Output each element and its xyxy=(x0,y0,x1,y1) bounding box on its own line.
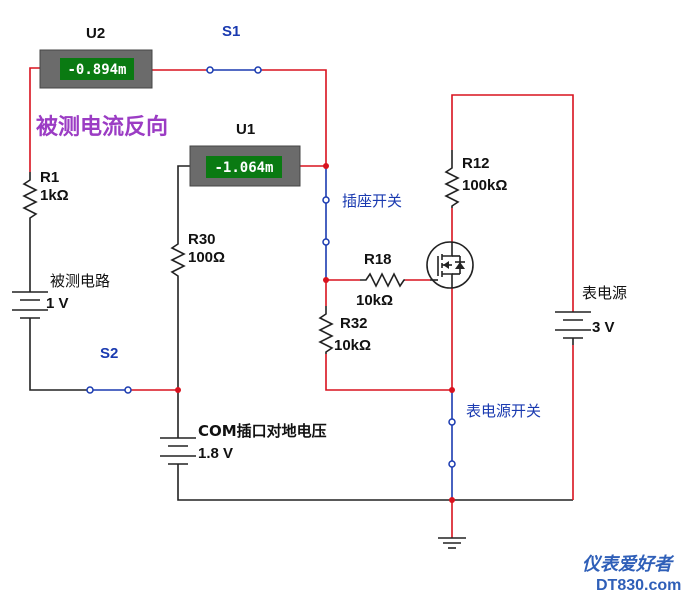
battery-meter-power-name: 表电源 xyxy=(582,284,627,302)
battery-under-test-value: 1 V xyxy=(46,295,69,312)
battery-under-test-name: 被测电路 xyxy=(50,272,110,290)
watermark-line2: DT830.com xyxy=(596,577,681,594)
switch-s1: S1 xyxy=(206,23,262,74)
watermark: 仪表爱好者 DT830.com xyxy=(582,554,681,594)
resistor-r18: R18 10kΩ xyxy=(356,251,405,309)
battery-under-test: 被测电路 1 V xyxy=(12,272,110,326)
meter-u2-label: U2 xyxy=(86,25,105,42)
resistor-r30-name: R30 xyxy=(188,231,216,248)
resistor-r30-value: 100Ω xyxy=(188,249,225,266)
battery-com: COM插口对地电压 1.8 V xyxy=(160,422,327,470)
resistor-r30: R30 100Ω xyxy=(170,231,225,280)
resistor-r1: R1 1kΩ xyxy=(22,169,69,225)
meter-u1: U1 -1.064m xyxy=(189,121,301,187)
resistor-r32: R32 10kΩ xyxy=(318,306,371,354)
ground-icon xyxy=(438,537,466,549)
resistor-r12-value: 100kΩ xyxy=(462,177,507,194)
wires xyxy=(29,67,574,538)
meter-u2: U2 -0.894m xyxy=(39,25,153,89)
resistor-r1-value: 1kΩ xyxy=(40,187,69,204)
resistor-r12: R12 100kΩ xyxy=(444,150,507,208)
resistor-r32-value: 10kΩ xyxy=(334,337,371,354)
meter-u1-label: U1 xyxy=(236,121,255,138)
mosfet-symbol xyxy=(426,241,474,289)
battery-meter-power-value: 3 V xyxy=(592,319,615,336)
battery-meter-power: 表电源 3 V xyxy=(555,284,627,345)
battery-com-name: COM插口对地电压 xyxy=(198,422,327,440)
socket-switch-label: 插座开关 xyxy=(342,192,402,210)
resistor-r18-value: 10kΩ xyxy=(356,292,393,309)
switch-s2-label: S2 xyxy=(100,345,118,362)
meter-u2-display xyxy=(60,58,134,80)
battery-com-value: 1.8 V xyxy=(198,445,233,462)
resistor-r1-name: R1 xyxy=(40,169,59,186)
switch-s1-label: S1 xyxy=(222,23,240,40)
resistor-r18-name: R18 xyxy=(364,251,392,268)
watermark-line1: 仪表爱好者 xyxy=(582,554,675,575)
junction-dots xyxy=(175,163,455,503)
meter-u2-reading: -0.894m xyxy=(67,62,126,78)
socket-switch: 插座开关 xyxy=(322,192,402,246)
reverse-current-note: 被测电流反向 xyxy=(36,114,168,140)
meter-power-switch: 表电源开关 xyxy=(448,402,541,468)
meter-u1-reading: -1.064m xyxy=(214,160,273,176)
meter-power-switch-label: 表电源开关 xyxy=(466,402,541,420)
switch-s2: S2 xyxy=(86,345,132,394)
resistor-r12-name: R12 xyxy=(462,155,490,172)
meter-u1-display xyxy=(206,156,282,178)
resistor-r32-name: R32 xyxy=(340,315,368,332)
